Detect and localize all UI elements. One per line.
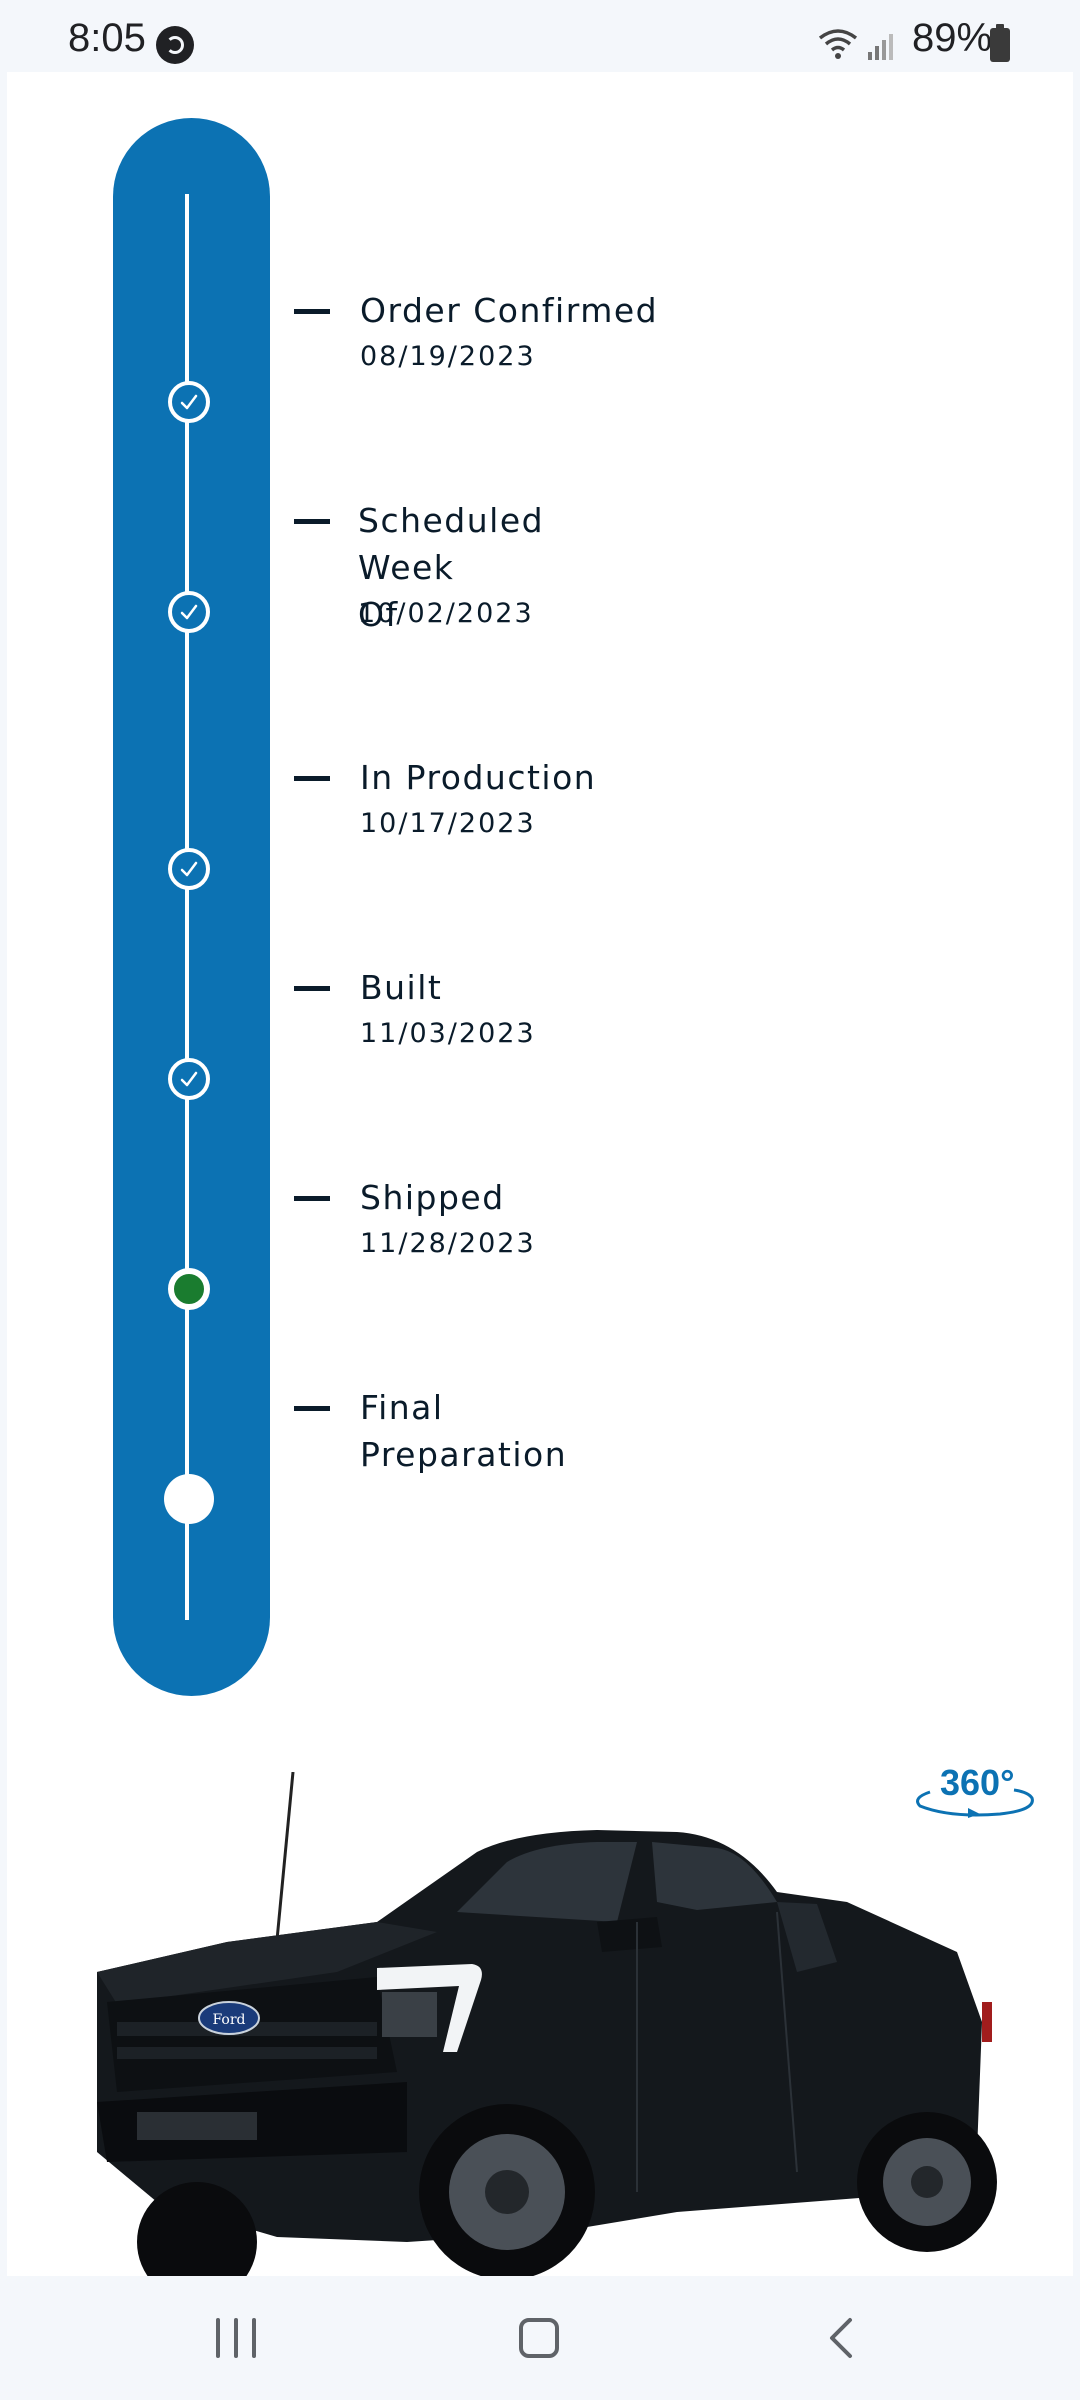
battery-percentage: 89% — [912, 16, 993, 60]
step-date: 11/28/2023 — [360, 1228, 536, 1259]
step-complete-icon — [168, 1058, 210, 1100]
step-dash — [294, 1196, 330, 1201]
shazam-icon — [156, 26, 194, 64]
step-complete-icon — [168, 591, 210, 633]
view-360-label: 360° — [940, 1762, 1015, 1803]
view-360-button[interactable]: 360° — [910, 1760, 1040, 1820]
back-button[interactable] — [826, 2316, 856, 2360]
step-dash — [294, 986, 330, 991]
step-date: 11/03/2023 — [360, 1018, 536, 1049]
order-status-card: Order Confirmed 08/19/2023 Scheduled Wee… — [7, 72, 1073, 2276]
signal-icon — [868, 34, 893, 60]
step-dash — [294, 776, 330, 781]
recents-button[interactable] — [216, 2318, 260, 2358]
order-timeline-track — [113, 118, 270, 1696]
step-date: 08/19/2023 — [360, 341, 536, 372]
step-date: 10/02/2023 — [358, 598, 534, 629]
step-label: Final Preparation — [360, 1388, 568, 1474]
step-current-icon — [168, 1268, 210, 1310]
step-dash — [294, 1406, 330, 1411]
timeline-line — [185, 194, 189, 1620]
step-date: 10/17/2023 — [360, 808, 536, 839]
step-label: Built — [360, 968, 443, 1007]
step-label: Order Confirmed — [360, 291, 659, 330]
home-button[interactable] — [519, 2318, 559, 2358]
system-nav-bar — [0, 2276, 1080, 2400]
step-label: In Production — [360, 758, 597, 797]
step-pending-icon — [164, 1474, 214, 1524]
step-dash — [294, 519, 330, 524]
vehicle-image: Ford — [97, 1772, 997, 2276]
battery-icon — [990, 24, 1010, 62]
step-complete-icon — [168, 381, 210, 423]
step-complete-icon — [168, 848, 210, 890]
step-label: Scheduled Week Of — [358, 501, 545, 634]
status-bar: 8:05 89% — [0, 0, 1080, 72]
step-dash — [294, 309, 330, 314]
status-time: 8:05 — [68, 16, 146, 60]
wifi-icon — [818, 29, 858, 59]
ford-logo: Ford — [212, 2012, 245, 2028]
step-label: Shipped — [360, 1178, 505, 1217]
rotate-360-icon — [916, 1788, 1034, 1818]
